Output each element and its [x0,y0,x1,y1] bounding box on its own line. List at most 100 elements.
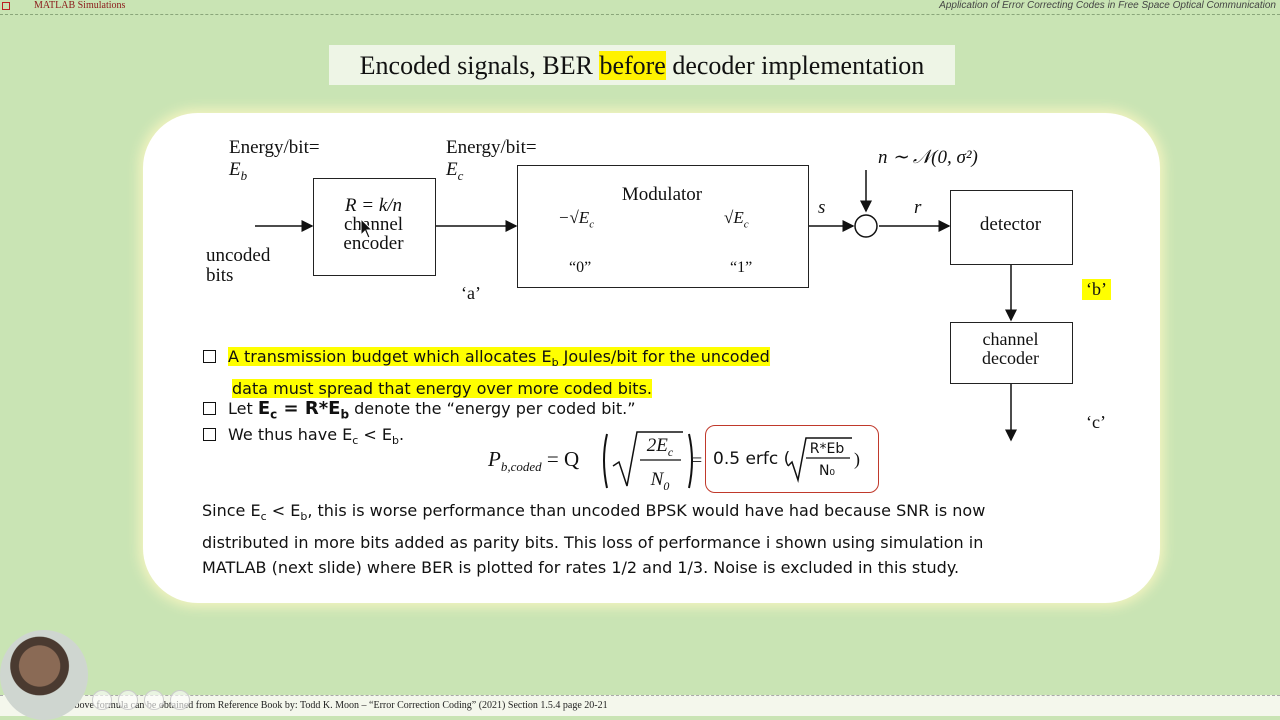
title-post: decoder implementation [665,51,925,80]
point-b-label: ‘b’ [1082,279,1111,300]
title-highlight: before [599,51,666,80]
ec-label-text: Energy/bit= [446,137,537,158]
erfc-text: 0.5 erfc ( [713,449,791,469]
explanation-paragraph: Since Ec < Eb, this is worse performance… [202,498,1062,581]
uncoded-bits-label: uncoded bits [206,246,270,286]
bullet1-text-a: A transmission budget which allocates E [228,347,552,366]
uncoded-text: uncoded [206,245,271,266]
para-line2: distributed in more bits added as parity… [202,532,984,552]
para-l1b: < E [266,501,301,520]
neg-text: −√E [558,208,590,227]
bullet-box-icon [203,428,216,441]
decoder-line2: decoder [982,348,1039,368]
bullet3-b: c [352,434,359,448]
formula-densub: 0 [663,478,670,493]
signal-r-label: r [914,197,922,218]
bullet-box-icon [203,402,216,415]
header-left: MATLAB Simulations [34,0,126,11]
erfc-sqrt [787,437,852,483]
header-right: Application of Error Correcting Codes in… [939,0,1276,11]
bullet3-a: We thus have E [228,425,353,444]
pos-text: √E [724,208,744,227]
pos-sqrt-ec: √Ec [724,208,749,230]
ec-sub: c [457,167,464,183]
slide-marker-icon [2,2,10,10]
bullet2-c: c [270,407,278,422]
detector-box [950,190,1073,265]
mouse-cursor-icon [360,218,374,239]
eb-label: Energy/bit= Eb [229,137,320,187]
erfc-den: N₀ [818,463,836,479]
title-pre: Encoded signals, BER [359,51,600,80]
bullet2-b: E [257,398,271,419]
presenter-webcam [0,630,88,720]
symbol-one: “1” [730,259,753,276]
neg-sqrt-ec: −√Ec [558,208,594,230]
decoder-label: channel decoder [950,330,1071,368]
formula-numsub: c [667,444,674,459]
bullet1-line2: data must spread that energy over more c… [232,379,652,399]
para-l1c: , this is worse performance than uncoded… [307,501,986,520]
erfc-close: ) [854,449,860,469]
formula-p: P [488,447,501,471]
erfc-frac: R*Eb N₀ [804,438,850,482]
detector-label: detector [979,214,1042,235]
ec-label: Energy/bit= Ec [446,137,537,187]
pos-sub: c [743,218,749,231]
menu-icon[interactable] [170,690,190,710]
footer-text: above formula can be obtained from Refer… [70,700,608,711]
bullet1-sub: b [551,356,559,370]
para-l1a: Since E [202,501,261,520]
encoder-rate: R = k/n [344,195,403,216]
point-a-label: ‘a’ [461,283,481,303]
encoder-line2: encoder [343,233,404,254]
formula-num: 2E [646,435,668,456]
point-c-label: ‘c’ [1086,412,1106,432]
modulator-box [517,165,809,288]
eb-sub: b [240,167,248,183]
symbol-zero: “0” [569,259,592,276]
bullet2-d: = R*E [277,398,341,419]
bullet-1: A transmission budget which allocates Eb… [203,344,770,402]
formula-psub: b,coded [500,459,542,475]
decoder-box [950,322,1073,384]
bullet-2: Let Ec = R*Eb denote the “energy per cod… [203,398,635,422]
para-sub1: c [260,510,267,524]
eb-label-text: Energy/bit= [229,137,320,158]
noise-label: n ∼ 𝒩(0, σ²) [878,147,978,168]
zoom-icon[interactable] [144,690,164,710]
formula-sqrt [603,431,693,489]
bullet2-e: b [340,407,350,422]
bullet-box-icon [203,350,216,363]
top-bar: MATLAB Simulations Application of Error … [0,0,1280,15]
para-line3: MATLAB (next slide) where BER is plotted… [202,558,960,578]
encoder-box [313,178,436,276]
prev-slide-icon[interactable] [92,690,112,710]
formula-eq: = Q [546,447,580,471]
decoder-line1: channel [982,329,1039,349]
erfc-num: R*Eb [809,441,845,457]
bullet3-e: . [398,425,405,444]
neg-sub: c [589,218,595,231]
formula-equals: = [692,450,703,470]
footer-reference: above formula can be obtained from Refer… [0,695,1280,716]
modulator-label: Modulator [621,184,703,205]
bullet2-a: Let [228,399,258,418]
formula-den: N [650,468,664,490]
encoder-label: R = k/n channel encoder [313,196,434,253]
bullet1-text-b: Joules/bit for the uncoded [558,347,770,366]
next-slide-icon[interactable] [118,690,138,710]
bullet-3: We thus have Ec < Eb. [203,425,404,447]
eb-symbol: E [229,159,241,180]
bullet3-d: b [392,434,399,448]
slide-title: Encoded signals, BER before decoder impl… [329,45,955,85]
bits-text: bits [206,265,234,286]
signal-s-label: s [818,197,826,218]
para-sub2: b [300,510,308,524]
erfc-box [705,425,879,493]
encoder-line1: channel [343,214,404,235]
bullet3-c: < E [358,425,392,444]
ec-symbol: E [446,159,458,180]
bullet2-f: denote the “energy per coded bit.” [349,399,636,418]
pb-coded-formula: Pb,coded = Q [488,447,579,475]
